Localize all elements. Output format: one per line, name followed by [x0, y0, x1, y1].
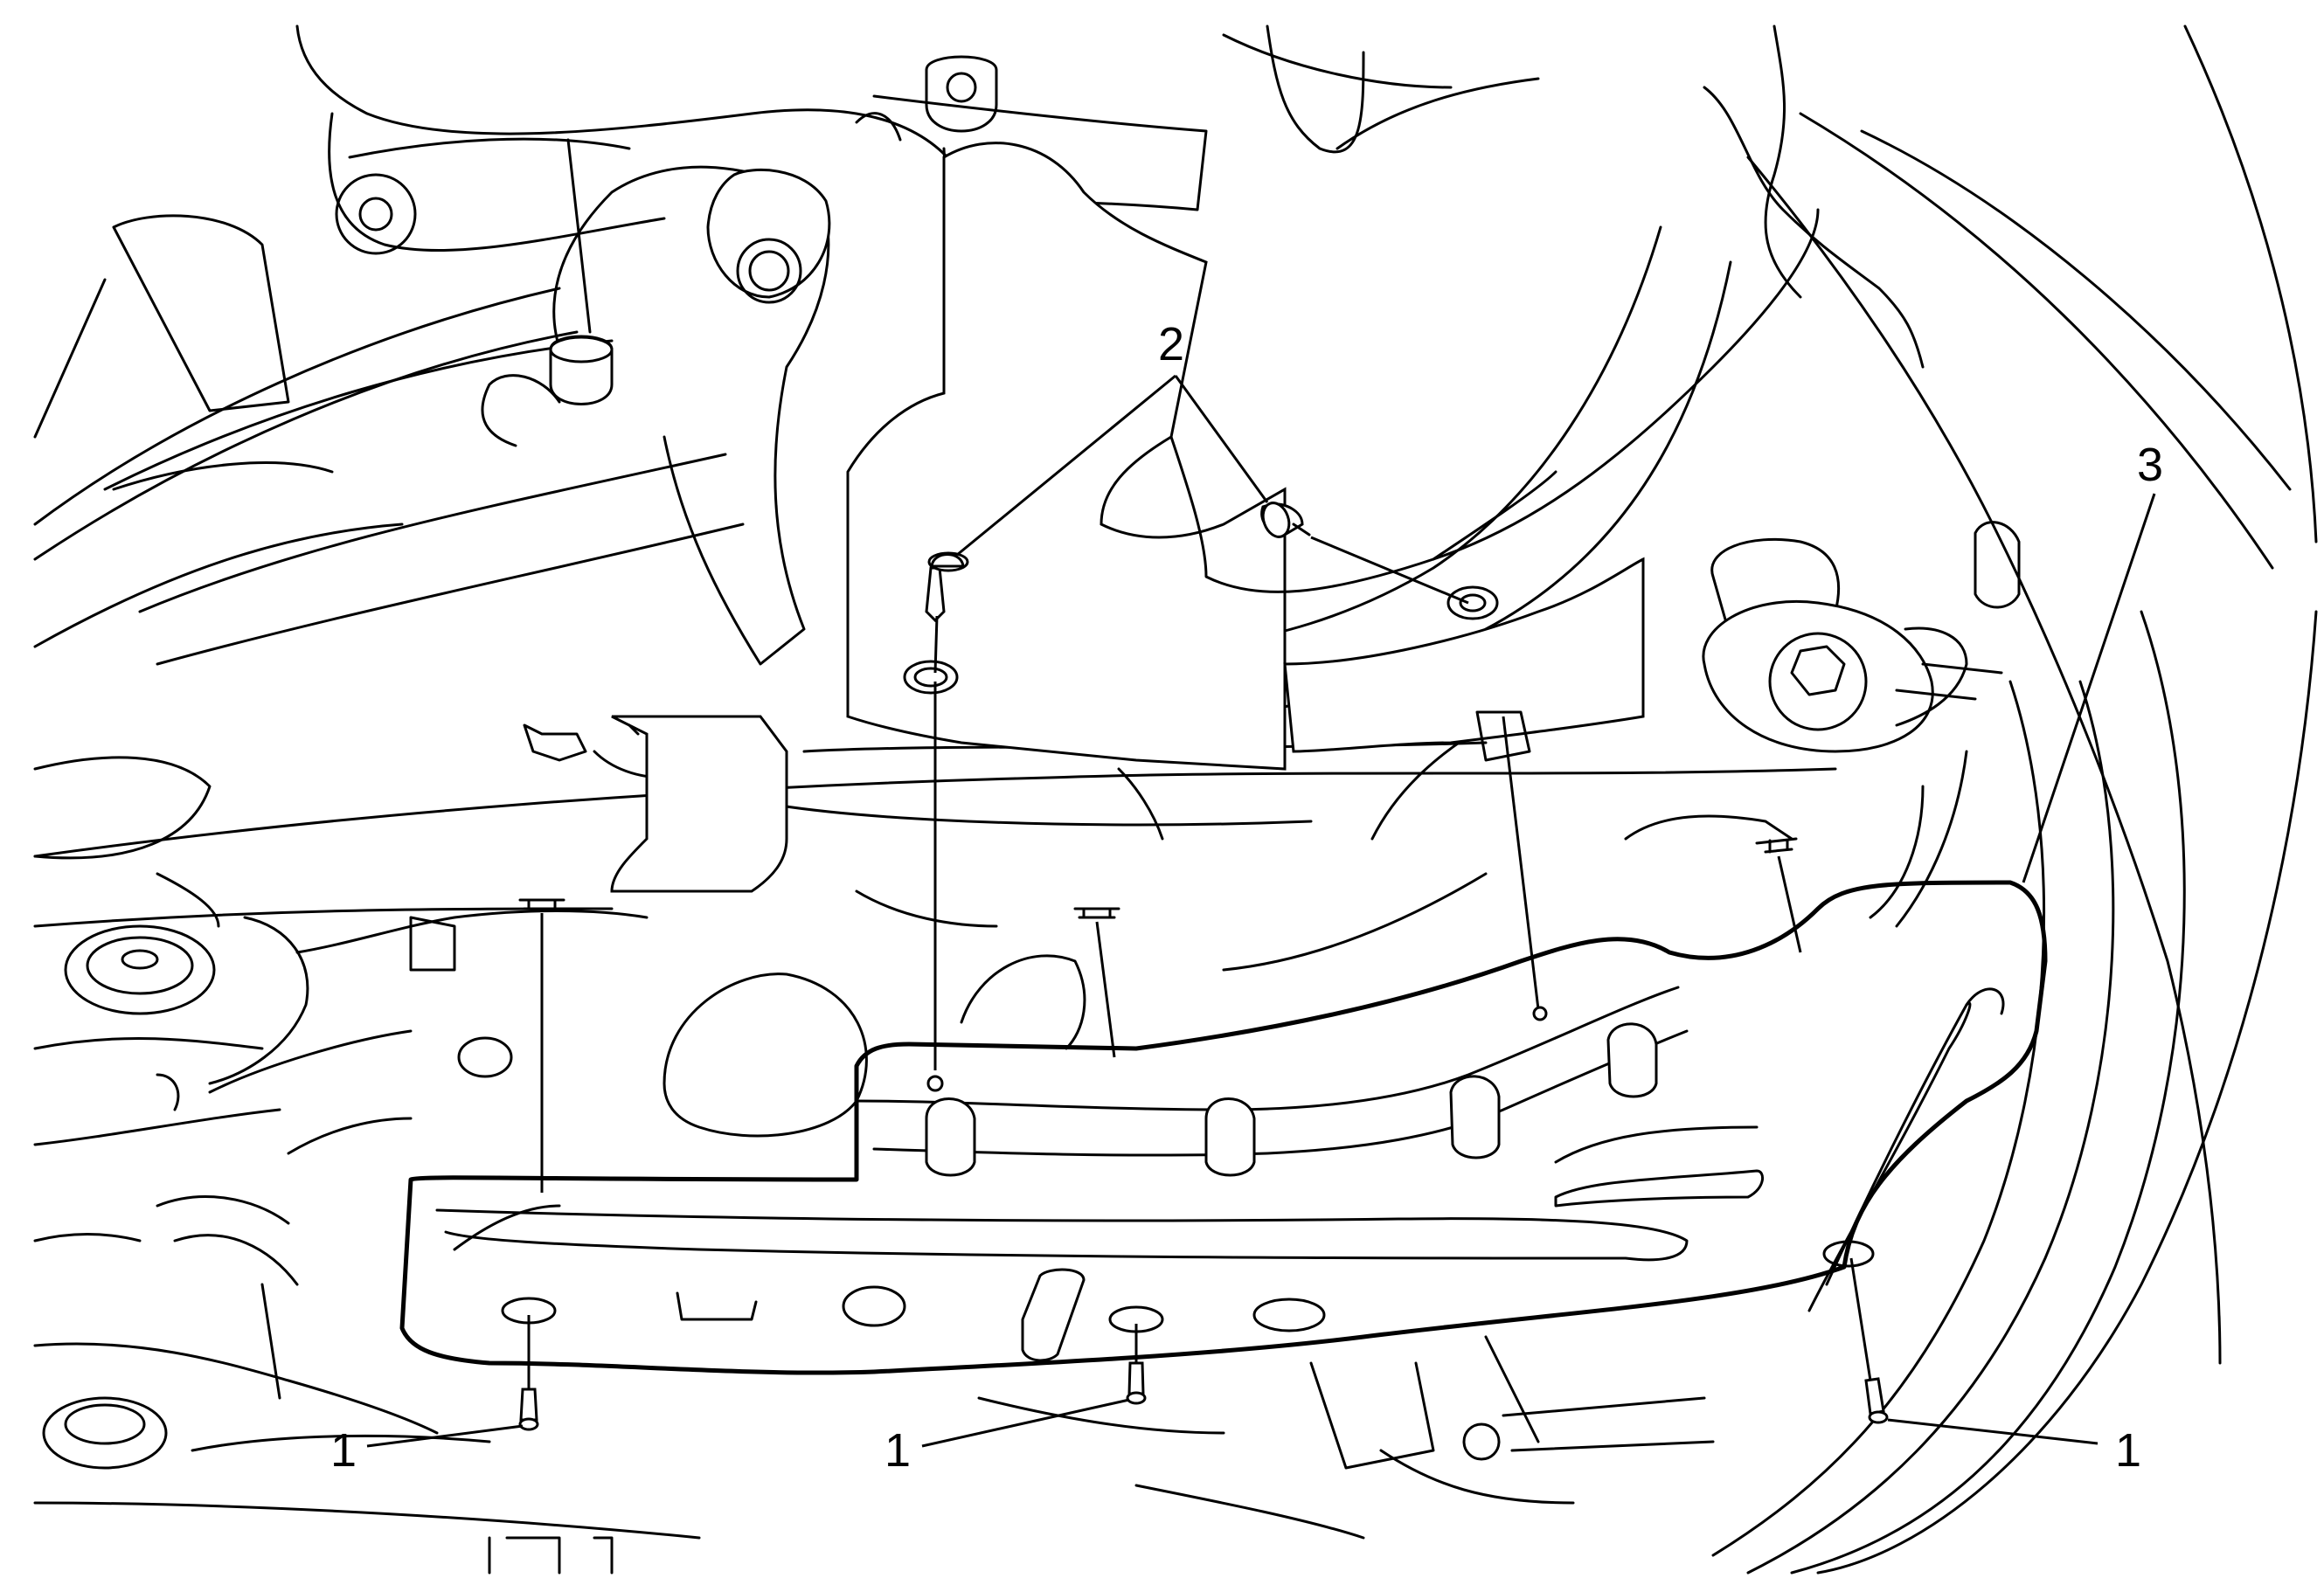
callout-3: 3: [2137, 439, 2163, 491]
bolt-middle: [1108, 1305, 1164, 1405]
callout-1-middle: 1: [885, 1424, 911, 1477]
callout-leaders: [366, 374, 2156, 1448]
lower-background-structure: [33, 1283, 1715, 1575]
shield-clip-locators: [518, 837, 1802, 1193]
right-bushing-bracket: [1702, 521, 2021, 928]
wheel-well-liner: [1196, 24, 2318, 1575]
left-side-structure: [33, 910, 1086, 1242]
push-pin-retainer-right: [1260, 502, 1469, 605]
bolt-right: [1822, 1240, 1889, 1424]
cross-member: [33, 715, 1837, 972]
control-arm-assembly: [33, 55, 998, 860]
lower-shield: [399, 880, 2048, 1375]
push-pin-retainer-left: [925, 551, 969, 1092]
callout-1-left: 1: [330, 1424, 357, 1477]
callout-1-right: 1: [2115, 1424, 2141, 1477]
frame-rail: [855, 986, 1689, 1177]
shield-pin-center: [1475, 710, 1548, 1021]
left-mount-bushing: [33, 916, 701, 1540]
callout-2: 2: [1158, 318, 1184, 370]
bolt-left: [501, 1297, 557, 1431]
upper-splash-shield: [846, 142, 1820, 771]
upper-left-body-structure: [33, 24, 2292, 666]
